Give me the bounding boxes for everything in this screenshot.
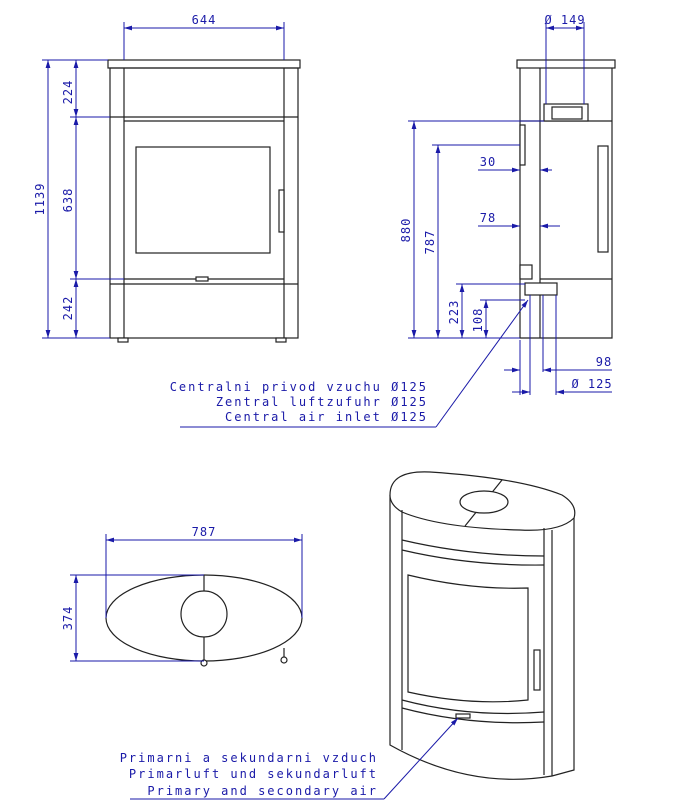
air-note-line1: Primarni a sekundarni vzduch [120, 751, 378, 765]
front-width-label: 644 [192, 13, 217, 27]
front-top-plate [107, 59, 301, 69]
side-handle [519, 124, 526, 166]
top-length-label: 787 [192, 525, 217, 539]
air-note-line2: Primarluft und sekundarluft [129, 767, 378, 781]
dim-98-label: 98 [596, 355, 612, 369]
air-note: Primarni a sekundarni vzduch Primarluft … [120, 717, 459, 800]
front-base-section-label: 242 [61, 296, 75, 321]
front-view: 644 1139 224 638 242 [33, 13, 301, 343]
height-787-label: 787 [423, 230, 437, 255]
air-inlet-note: Centralni privod vzuchu Ø125 Zentral luf… [170, 299, 529, 428]
perspective-flue [459, 490, 509, 514]
air-inlet-note-line2: Zentral luftzufuhr Ø125 [216, 395, 428, 409]
dim-78-label: 78 [480, 211, 496, 225]
front-body [109, 67, 299, 339]
air-inlet-note-line1: Centralni privod vzuchu Ø125 [170, 380, 428, 394]
air-note-line3: Primary and secondary air [147, 784, 378, 798]
dim-30-label: 30 [480, 155, 496, 169]
perspective-window [407, 574, 529, 703]
top-view: 787 374 [61, 525, 303, 667]
door-handle [278, 189, 285, 233]
perspective-view [389, 471, 576, 780]
top-flue-circle [180, 590, 228, 638]
front-door-section-label: 638 [61, 188, 75, 213]
flue-height-label: 880 [399, 218, 413, 243]
front-top-section-label: 224 [61, 80, 75, 105]
air-inlet-offset-label: 108 [471, 308, 485, 333]
side-view: Ø 149 880 787 30 78 223 108 98 Ø 125 [399, 13, 616, 395]
front-glass-window [135, 146, 271, 254]
air-inlet-stub [524, 282, 558, 296]
top-depth-label: 374 [61, 606, 75, 631]
side-top-plate [516, 59, 616, 69]
perspective-handle [533, 649, 541, 691]
air-inlet-note-line3: Central air inlet Ø125 [225, 410, 428, 424]
air-inlet-diameter-label: Ø 125 [571, 377, 612, 391]
flue-diameter-label: Ø 149 [544, 13, 585, 27]
flue-collar [543, 103, 589, 122]
front-total-height-label: 1139 [33, 183, 47, 216]
side-window [597, 145, 609, 253]
air-inlet-height-label: 223 [447, 300, 461, 325]
